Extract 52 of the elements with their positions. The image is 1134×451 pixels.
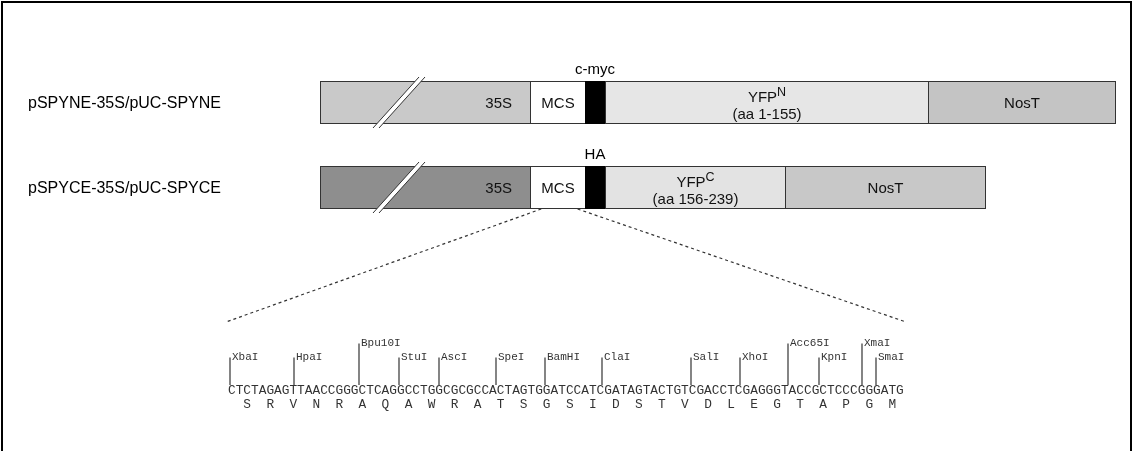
enzyme-label: XbaI (230, 351, 259, 364)
coding-segment (605, 81, 929, 124)
enzyme-label: XmaI (862, 337, 891, 350)
plasmid-name: pSPYNE-35S/pUC-SPYNE (28, 93, 221, 112)
leader-line (861, 342, 863, 386)
enzyme-label: SalI (691, 351, 720, 364)
segment-label: YFP$^{N}$ (747, 83, 787, 105)
plasmid-name: pSPYCE-35S/pUC-SPYCE (28, 178, 221, 197)
leader-line (875, 356, 877, 386)
cloning-site-segment (530, 166, 586, 209)
enzyme-label: SpeI (496, 351, 525, 364)
tag-label: c-myc (574, 60, 616, 78)
enzyme-label: BamHI (545, 351, 580, 364)
segment-label: (aa 156-239) (652, 189, 739, 207)
enzyme-label: AscI (439, 351, 468, 364)
coding-segment (605, 166, 786, 209)
leader-line (358, 342, 360, 386)
leader-line (739, 356, 741, 386)
segment-label: MCS (541, 94, 575, 111)
enzyme-label: XhoI (740, 351, 769, 364)
segment-label: MCS (541, 179, 575, 196)
leader-line (398, 356, 400, 386)
enzyme-label: HpaI (294, 351, 323, 364)
enzyme-label: Acc65I (788, 337, 830, 350)
leader-line (787, 342, 789, 386)
segment-label: NosT (867, 179, 904, 196)
terminator-segment (928, 81, 1116, 124)
leader-line (229, 356, 231, 386)
segment-label: (aa 1-155) (732, 104, 802, 122)
enzyme-label: SmaI (876, 351, 905, 364)
amino-acid-sequence: S R V N R A Q A W R A T S G S I D S T V D L E G T A P G M (243, 398, 900, 411)
enzyme-label: StuI (399, 351, 428, 364)
segment-label: YFP$^{C}$ (676, 168, 715, 190)
leader-line (495, 356, 497, 386)
cloning-site-segment (530, 81, 586, 124)
segment-label: 35S (485, 94, 512, 111)
zoom-line (577, 208, 907, 323)
leader-line (438, 356, 440, 386)
leader-line (601, 356, 603, 386)
segment-label: 35S (485, 179, 512, 196)
enzyme-label: ClaI (602, 351, 631, 364)
enzyme-label: KpnI (819, 351, 848, 364)
dna-sequence: CTCTAGAGTTAACCGGGCTCAGGCCTGGCGCGCCACTAGTGGATCCATCGATAGTACTGTCGACCTCGAGGGTACCGCTCCCGGGATG (228, 384, 904, 397)
zoom-line (225, 208, 542, 323)
leader-line (544, 356, 546, 386)
enzyme-label: Bpu10I (359, 337, 401, 350)
segment-label: NosT (1004, 94, 1040, 111)
leader-line (293, 356, 295, 386)
leader-line (818, 356, 820, 386)
leader-line (690, 356, 692, 386)
terminator-segment (785, 166, 986, 209)
tag-label: HA (583, 145, 607, 163)
